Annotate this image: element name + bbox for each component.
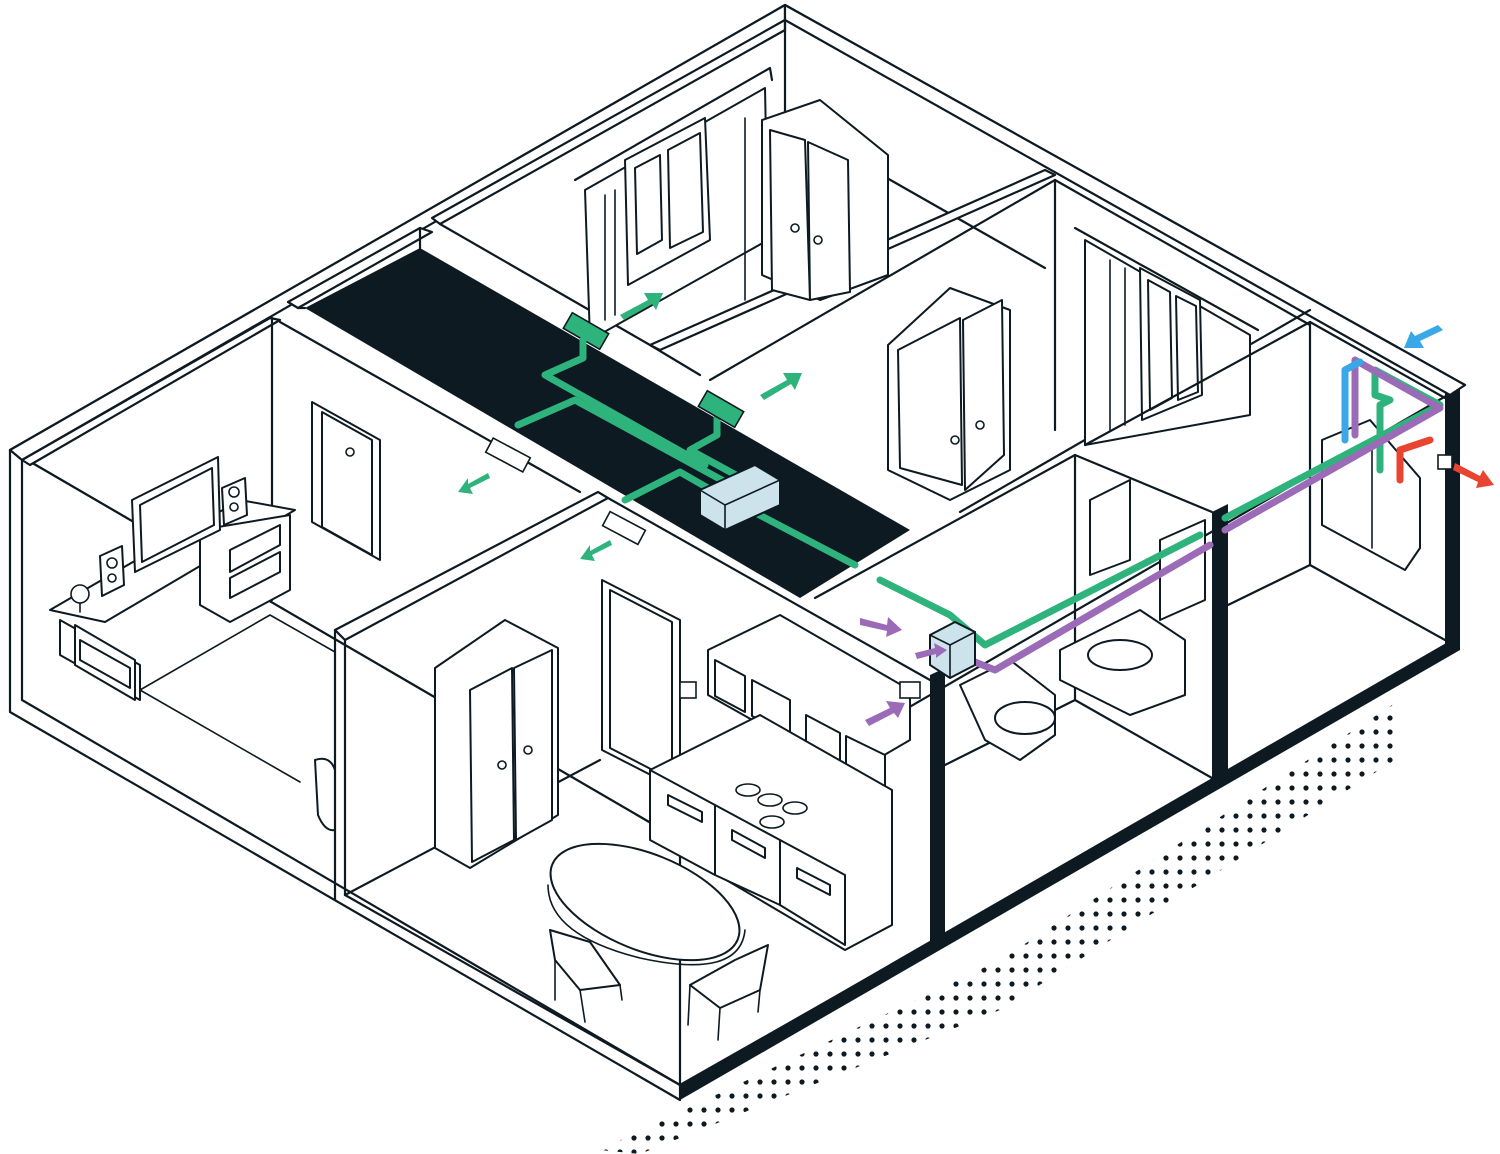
back-walls [8,3,1467,1087]
supply-vent-bedroom-2 [697,389,745,429]
arrow-icon [1404,325,1443,348]
arrow-icon [860,617,902,637]
ventilation-units [697,389,1453,680]
arrow-icon [458,473,490,494]
arrow-icon [915,643,947,659]
arrow-icon [760,373,802,400]
arrow-icon [580,540,612,561]
bathroom [813,453,1214,780]
back-bedroom-right [708,178,1312,514]
arrow-icon [620,293,663,320]
ductwork [514,336,1444,674]
bathroom-ventilation-unit [929,620,976,680]
arrow-icon [1453,463,1494,488]
study-room [20,316,582,832]
arrow-icon [865,701,905,726]
back-bedroom-top [430,18,1057,377]
kitchen-dining-room [333,436,932,1087]
airflow-arrows [458,293,1494,726]
